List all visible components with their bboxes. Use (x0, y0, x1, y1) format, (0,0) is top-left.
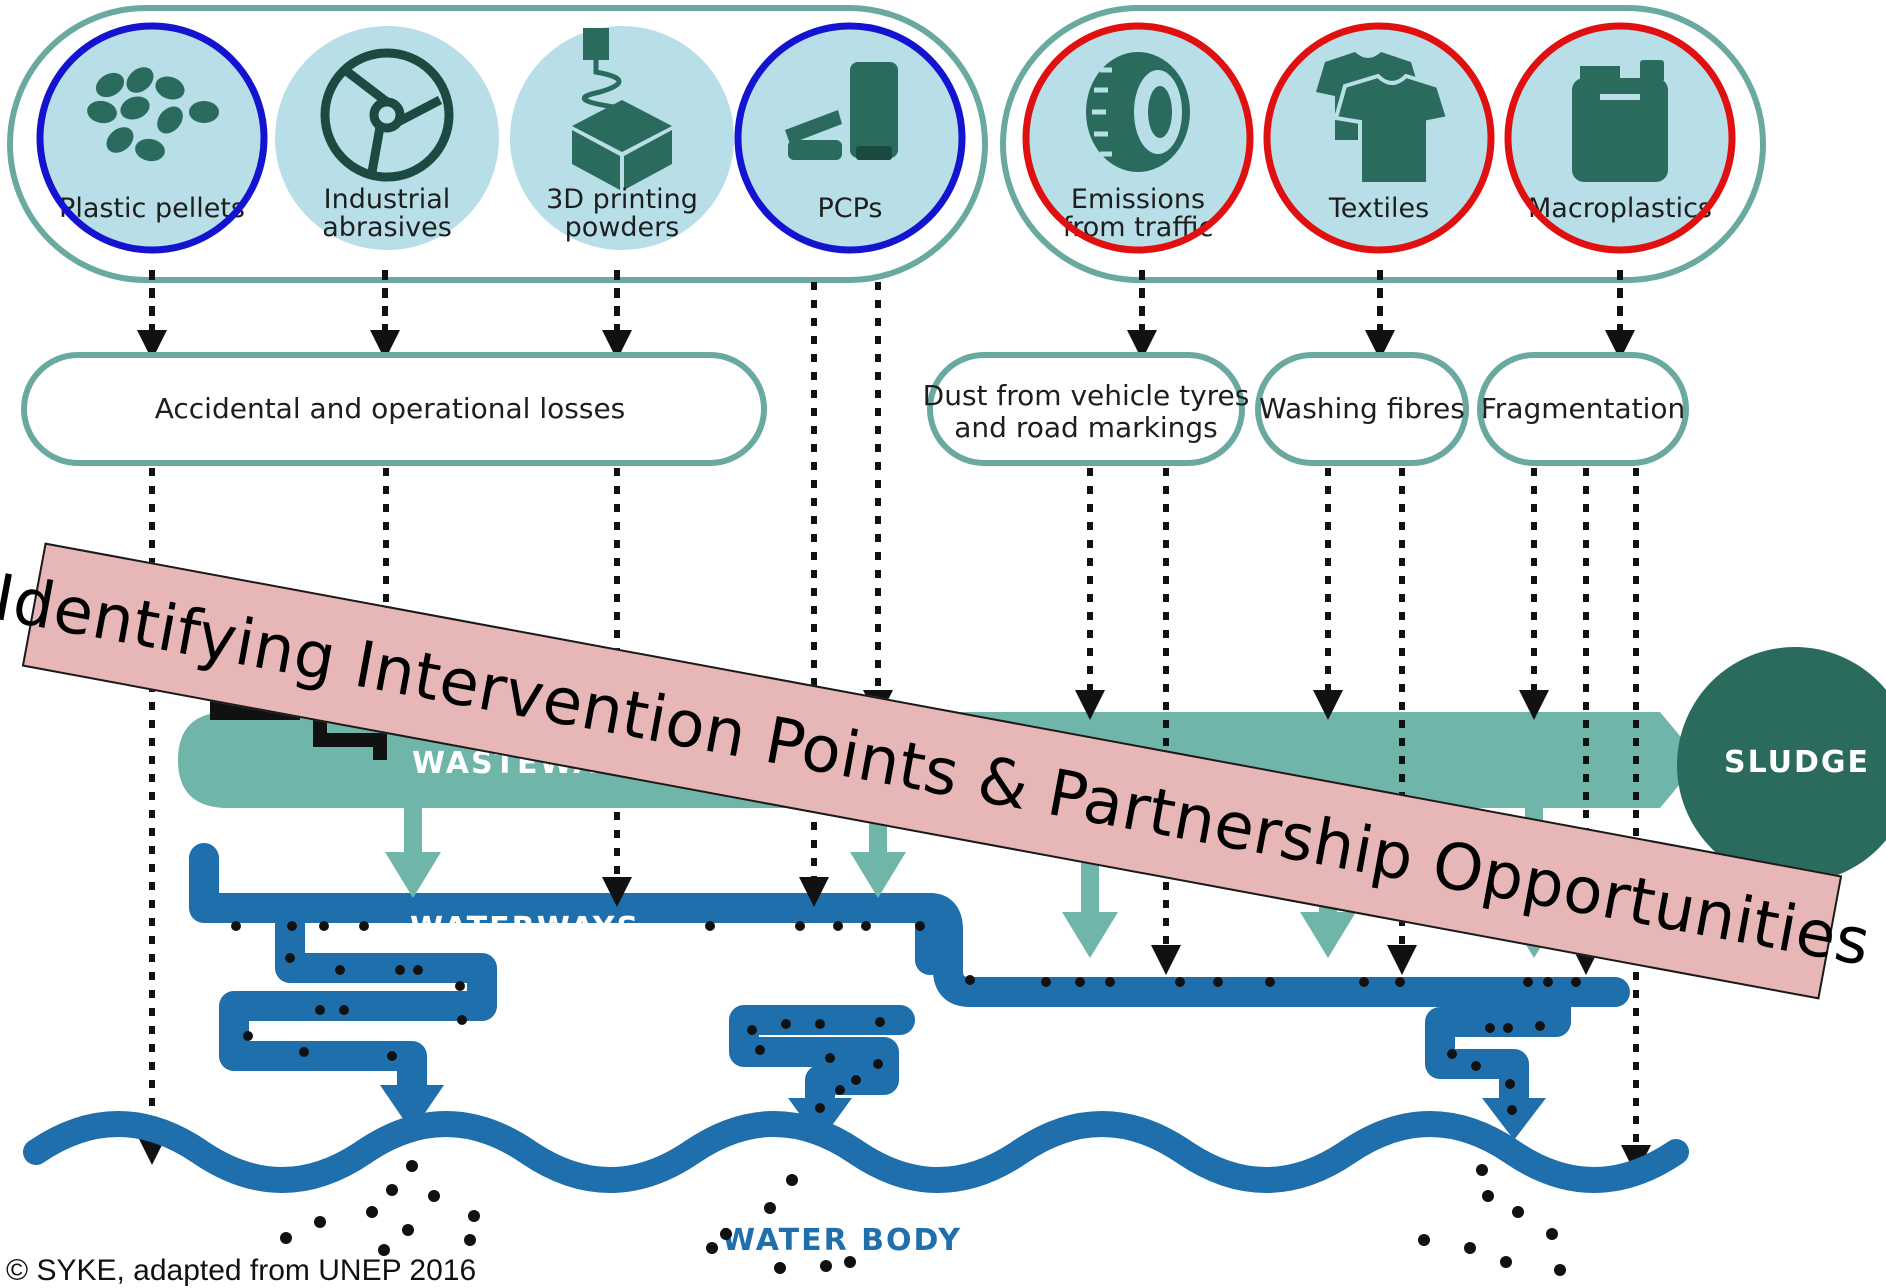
source-label: Plastic pellets (59, 193, 245, 224)
sludge-disc: SLUDGE (1677, 647, 1886, 883)
source-label: 3D printing (546, 184, 698, 215)
3d-printer-icon (572, 28, 672, 190)
highlight-ring-emissions (1022, 22, 1254, 254)
water-body-particles (280, 1160, 1566, 1276)
source-industrial-abrasives: Industrial abrasives (275, 26, 499, 250)
source-label-line2: powders (565, 212, 680, 243)
source-pcps: PCPs (738, 26, 962, 250)
canister-icon (1572, 60, 1668, 182)
source-label: Emissions (1071, 184, 1205, 215)
source-emissions-traffic: Emissions from traffic (1026, 26, 1250, 250)
source-arrows (137, 270, 1635, 360)
svg-text:Accidental and operational los: Accidental and operational losses (155, 392, 626, 425)
highlight-ring-pcps (734, 22, 966, 254)
waterways-arrowhead-left (380, 1085, 444, 1132)
source-label: Textiles (1328, 193, 1429, 224)
source-label: Industrial (324, 184, 451, 215)
highlight-ring-textiles (1263, 22, 1495, 254)
source-label-line2: abrasives (322, 212, 452, 243)
source-textiles: Textiles (1267, 26, 1491, 250)
pathway-fragmentation: Fragmentation (1477, 352, 1689, 466)
cosmetics-tube-icon (785, 62, 898, 160)
highlight-ring-macroplastics (1504, 22, 1736, 254)
water-body-label: WATER BODY (722, 1223, 962, 1258)
source-plastic-pellets: Plastic pellets (40, 26, 264, 250)
source-label: Macroplastics (1528, 193, 1712, 224)
pathway-losses: Accidental and operational losses (21, 352, 767, 466)
pathway-washing: Washing fibres (1255, 352, 1469, 466)
svg-text:Washing fibres: Washing fibres (1259, 392, 1465, 425)
source-group-a (7, 5, 988, 283)
source-3d-printing-powders: 3D printing powders (510, 26, 734, 250)
source-label: PCPs (817, 193, 882, 224)
tshirt-icon (1316, 52, 1451, 186)
water-body-wave (23, 1111, 1689, 1193)
svg-text:and road markings: and road markings (954, 411, 1217, 444)
image-credit: © SYKE, adapted from UNEP 2016 (6, 1254, 477, 1287)
svg-text:Dust from vehicle tyres: Dust from vehicle tyres (923, 379, 1250, 412)
source-macroplastics: Macroplastics (1508, 26, 1732, 250)
waterways-label: WATERWAYS (410, 911, 640, 946)
svg-text:SLUDGE: SLUDGE (1724, 745, 1870, 780)
abrasive-disc-icon (320, 48, 454, 182)
waterways-arrowhead-right (1482, 1098, 1546, 1140)
waterway-particles (231, 921, 1581, 1129)
waterways-pipes (189, 843, 1630, 1115)
pathway-dust: Dust from vehicle tyres and road marking… (923, 352, 1250, 466)
highlight-ring-plastic-pellets (36, 22, 268, 254)
svg-text:Fragmentation: Fragmentation (1481, 392, 1686, 425)
pellets-icon (87, 67, 219, 162)
tyre-icon (1086, 52, 1190, 172)
